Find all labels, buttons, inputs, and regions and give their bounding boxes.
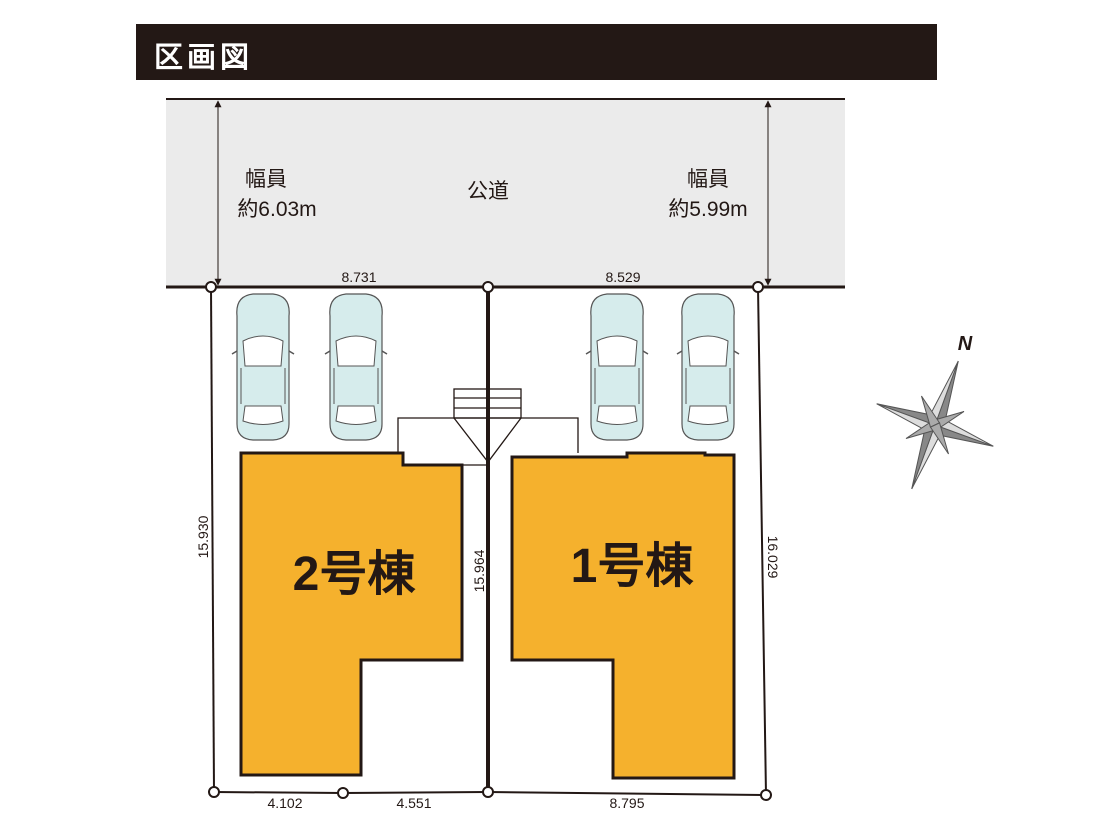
road-width-left-label: 幅員 — [245, 168, 287, 191]
entrance-steps — [397, 388, 579, 466]
road-width-left-value: 約6.03m — [237, 198, 316, 221]
road-width-right-label: 幅員 — [687, 168, 729, 191]
car-icon — [676, 293, 740, 441]
page-title: 区画図 — [154, 40, 254, 74]
road — [166, 99, 845, 287]
dim-bottom-left-b: 4.551 — [396, 795, 431, 811]
lot-boundaries — [210, 286, 767, 796]
compass-icon — [876, 360, 994, 490]
dim-middle: 15.964 — [471, 549, 487, 592]
building-2[interactable] — [239, 451, 464, 777]
dim-top-left: 8.731 — [341, 269, 376, 285]
dim-top-right: 8.529 — [605, 269, 640, 285]
compass-north-label: N — [958, 333, 973, 355]
road-width-right-value: 約5.99m — [668, 198, 747, 221]
header-bar: 区画図 — [136, 24, 937, 80]
dim-bottom-right: 8.795 — [609, 795, 644, 811]
building-2-label: 2号棟 — [293, 548, 417, 601]
dim-left: 15.930 — [195, 515, 211, 558]
road-label: 公道 — [467, 180, 509, 203]
dim-right: 16.029 — [765, 536, 781, 579]
building-1-label: 1号棟 — [571, 540, 695, 593]
dim-bottom-left-a: 4.102 — [267, 795, 302, 811]
car-icon — [585, 293, 649, 441]
survey-points — [205, 281, 772, 801]
car-icon — [231, 293, 295, 441]
car-icon — [324, 293, 388, 441]
building-1[interactable] — [510, 451, 736, 780]
